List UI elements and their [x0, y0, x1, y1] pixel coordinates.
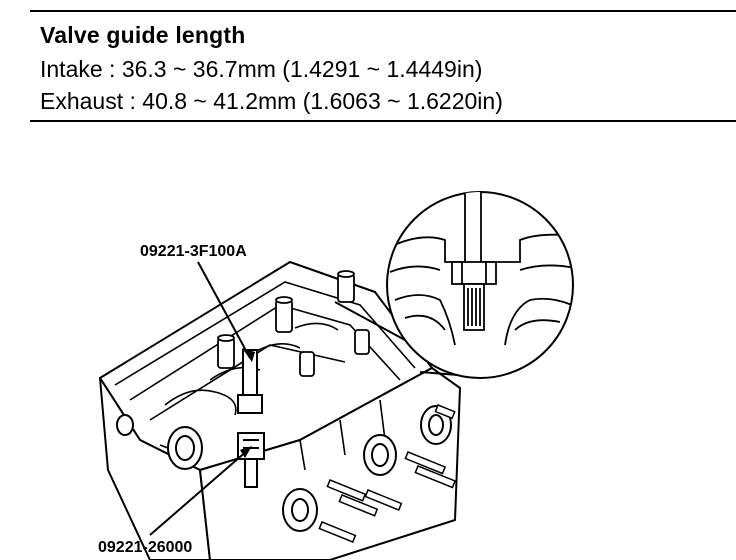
spec-box: Valve guide length Intake : 36.3 ~ 36.7m…: [30, 10, 736, 122]
spec-intake: Intake : 36.3 ~ 36.7mm (1.4291 ~ 1.4449i…: [40, 56, 483, 82]
front-bores: [116, 414, 203, 470]
cam-towers: [217, 270, 370, 377]
valve-guide-detail-icon: [334, 191, 574, 379]
studs: [318, 404, 457, 543]
arrowheads: [240, 348, 255, 458]
leader-lines: [149, 261, 251, 536]
tool-label-lower: 09221-26000: [98, 539, 193, 556]
top-rule: [30, 10, 736, 12]
spec-exhaust: Exhaust : 40.8 ~ 41.2mm (1.6063 ~ 1.6220…: [40, 88, 503, 114]
spec-title: Valve guide length: [40, 22, 246, 48]
tool-label-upper: 09221-3F100A: [140, 243, 247, 260]
bottom-rule: [30, 120, 736, 122]
cylinder-head-icon: [99, 261, 461, 560]
